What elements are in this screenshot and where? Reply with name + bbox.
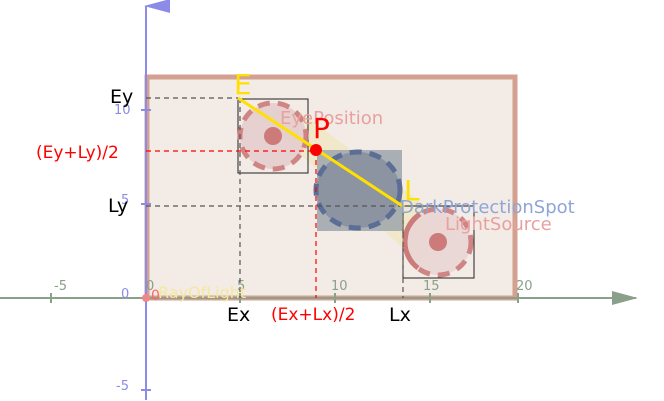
y-tick-label: 5: [121, 193, 129, 208]
light-source-label: LightSource: [445, 214, 552, 235]
x-tick-label: 15: [423, 279, 440, 294]
x-tick-label: -5: [54, 279, 67, 294]
guide-lines-red: [146, 150, 317, 298]
point-L-label: L: [404, 174, 420, 207]
light-center-dot: [429, 233, 447, 251]
y-tick-label: 0: [121, 287, 129, 302]
x-axis-ticks: [50, 293, 519, 303]
y-axis-ticks: [141, 109, 151, 391]
mid-y-label: (Ey+Ly)/2: [36, 143, 119, 163]
x-tick-label: 20: [516, 279, 533, 294]
dark-spot-label: DarkProtectionSpot: [400, 197, 575, 218]
x-tick-label: 10: [331, 279, 348, 294]
point-E-label: E: [234, 68, 252, 101]
eye-position-label: EyePosition: [280, 108, 383, 129]
x-tick-label: 5: [237, 279, 245, 294]
origin-red-label: 0: [151, 288, 160, 304]
ray-of-light-label: RayOfLight: [158, 283, 246, 302]
point-P-label: P: [313, 112, 330, 145]
ey-label: Ey: [110, 86, 133, 108]
lx-label: Lx: [389, 304, 411, 326]
guide-lines-black: [146, 97, 404, 298]
x-tick-label: 0: [146, 279, 154, 294]
y-tick-label: 10: [114, 103, 131, 118]
ex-label: Ex: [227, 304, 250, 326]
ly-label: Ly: [108, 195, 128, 217]
origin-dot: [142, 294, 150, 302]
eye-center-dot: [264, 127, 282, 145]
light-arc: [402, 211, 422, 270]
mid-x-label: (Ex+Lx)/2: [271, 305, 355, 325]
midpoint-P: [310, 144, 322, 156]
y-tick-label: -5: [116, 379, 129, 394]
dark-protection-ellipse: [313, 149, 403, 231]
